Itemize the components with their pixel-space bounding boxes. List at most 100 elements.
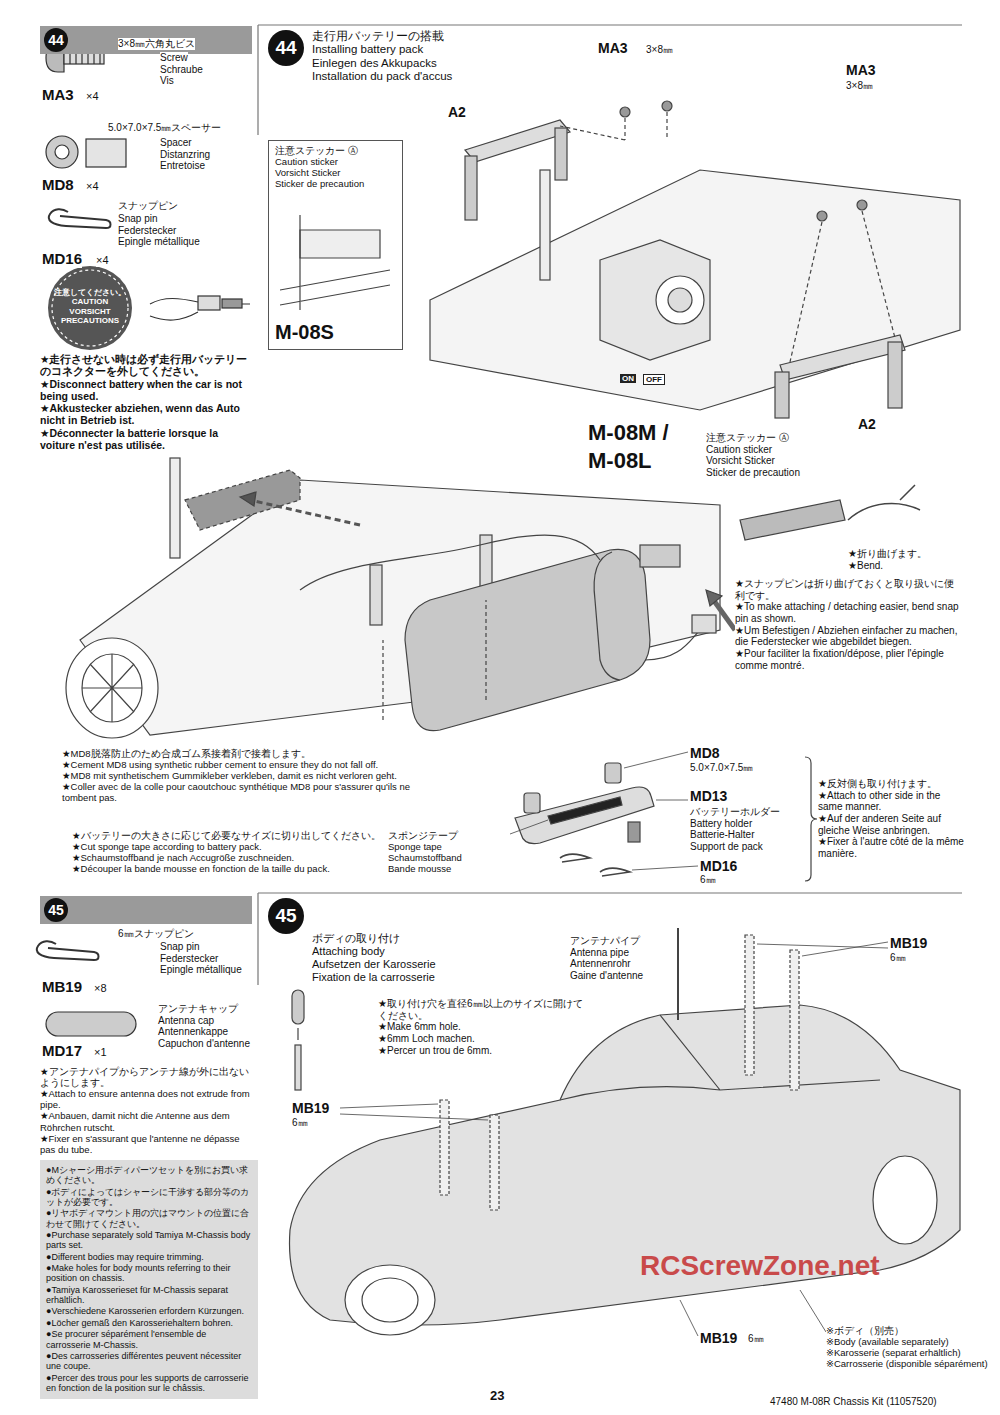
node-text: 44 — [275, 37, 296, 59]
label-text: ★Coller avec de la colle pour caoutchouc… — [62, 781, 422, 803]
label-text: ★Auf der anderen Seite auf gleiche Weise… — [818, 813, 966, 836]
label-group: 5.0×7.0×7.5㎜ — [690, 762, 753, 774]
label-text: Schaumstoffband — [388, 852, 462, 863]
label-text: 走行用バッテリーの搭載 — [312, 30, 444, 43]
label-group: 6㎜ — [890, 952, 906, 964]
illustration-stroke — [370, 565, 382, 625]
label-text: Sticker de precaution — [706, 467, 800, 479]
label-group: ×4 — [96, 254, 109, 267]
illustration-stroke — [677, 928, 679, 1020]
illustration-stroke — [258, 25, 962, 135]
node-text: ●Löcher gemäß den Karosseriehaltern bohr… — [46, 1318, 252, 1328]
label-text: ※Carrosserie (disponible séparément) — [826, 1358, 988, 1369]
node-text: ●Tamiya Karosserieset für M-Chassis sepa… — [46, 1285, 252, 1306]
label-text: スナップピン — [118, 200, 178, 212]
label-text: 3×8㎜ — [846, 80, 873, 92]
label-text: MB19 — [700, 1330, 737, 1346]
label-group: 6㎜ — [292, 1117, 308, 1129]
illustration-stroke — [405, 549, 650, 730]
label-text: 6㎜スナップピン — [118, 928, 194, 940]
label-text: 6㎜ — [292, 1117, 308, 1129]
label-text: 6㎜ — [890, 952, 906, 964]
body-view — [290, 928, 961, 1336]
label-group: 注意してください。CAUTIONVORSICHTPRECAUTIONS — [48, 288, 132, 325]
illustration-stroke — [82, 654, 142, 722]
illustration-stroke — [86, 139, 126, 167]
node-text: ●Purchase separately sold Tamiya M-Chass… — [46, 1230, 252, 1251]
node-text: M-08S — [275, 321, 396, 344]
label-group: アンテナパイプAntenna pipeAntennenrohrGaine d'a… — [570, 935, 665, 982]
label-text: Snap pin — [160, 941, 199, 953]
label-group: ScrewSchraubeVis — [160, 52, 250, 87]
label-group: バッテリーホルダーBattery holderBatterie-HalterSu… — [690, 806, 802, 853]
node-text: 44 — [44, 28, 68, 52]
notes-box: ●Mシャーシ用ボディパーツセットを別にお買い求めください。●ボディによってはシャ… — [40, 1160, 258, 1399]
label-text: Entretoise — [160, 160, 205, 172]
label-text: 47480 M-08R Chassis Kit (11057520) — [770, 1396, 937, 1408]
label-text: CAUTION — [72, 297, 108, 306]
illustration-stroke — [82, 654, 142, 722]
node-text: ●Des carrosseries différentes peuvent né… — [46, 1351, 252, 1372]
label-text: 注意してください。 — [54, 288, 126, 297]
label-text: ★Cement MD8 using synthetic rubber cemen… — [62, 759, 378, 770]
watermark: RCScrewZone.net — [640, 1250, 880, 1283]
illustration-stroke — [150, 299, 250, 321]
label-text: ★To make attaching / detaching easier, b… — [735, 601, 963, 624]
label-text: M-08M / — [588, 420, 669, 446]
node-text: Sticker de precaution — [275, 179, 396, 190]
label-group: OFF — [643, 374, 665, 385]
label-text: ×8 — [94, 982, 107, 995]
illustration-stroke — [805, 757, 817, 881]
illustration-stroke — [712, 598, 735, 630]
illustration-stroke — [198, 296, 220, 310]
label-text: 5.0×7.0×7.5㎜ — [690, 762, 753, 774]
label-text: ★Fixer à l'autre côté de la même manière… — [818, 836, 966, 859]
node-text: ●Se procurer séparément l'ensemble de ca… — [46, 1329, 252, 1350]
label-text: Schraube — [160, 64, 203, 76]
label-group: スポンジテープSponge tapeSchaumstoffbandBande m… — [388, 830, 506, 874]
label-text: ※Karosserie (separat erhältlich) — [826, 1347, 961, 1358]
label-text: Aufsetzen der Karosserie — [312, 958, 436, 971]
label-text: MD17 — [42, 1042, 82, 1060]
node-text: 45 — [275, 905, 296, 927]
label-text: アンテナキャップ — [158, 1003, 238, 1015]
illustration-stroke — [524, 793, 540, 813]
label-text: Vis — [160, 75, 174, 87]
illustration-stroke — [548, 797, 622, 824]
label-group: 6㎜ — [700, 874, 716, 886]
label-text: Federstecker — [118, 225, 176, 237]
label-group: M-08M / — [588, 420, 669, 446]
illustration-stroke — [656, 276, 704, 324]
illustration-stroke — [170, 458, 180, 558]
label-group: ★バッテリーの大きさに応じて必要なサイズに切り出してください。★Cut spon… — [72, 830, 382, 874]
illustration-stroke — [745, 935, 754, 1075]
label-text: ★Percer un trou de 6mm. — [378, 1045, 492, 1057]
label-group: ★スナップピンは折り曲げておくと取り扱いに便利です。★To make attac… — [735, 578, 963, 672]
node-text: ●Verschiedene Karosserien erfordern Kürz… — [46, 1306, 252, 1316]
label-text: ★Déconnecter la batterie lorsque la voit… — [40, 427, 252, 452]
illustration-stroke — [185, 470, 300, 530]
label-group: MD16 — [42, 250, 82, 268]
label-group: 6㎜スナップピン — [118, 928, 258, 940]
label-text: Installing battery pack — [312, 43, 423, 56]
illustration-stroke — [560, 1015, 880, 1100]
label-group: MD16 — [700, 858, 737, 874]
label-text: 注意ステッカー Ⓐ — [706, 432, 789, 444]
node-text: ●Percer des trous pour les supports de c… — [46, 1373, 252, 1394]
label-text: MD8 — [42, 176, 74, 194]
label-text: OFF — [643, 374, 665, 385]
label-group: スナップピン — [118, 200, 248, 212]
illustration-stroke — [540, 170, 550, 280]
label-group: ★取り付け穴を直径6㎜以上のサイズに開けてください。★Make 6mm hole… — [378, 998, 588, 1056]
step-band: 45 — [40, 896, 252, 924]
label-text: Snap pin — [118, 213, 157, 225]
node-text: ●Make holes for body mounts referring to… — [46, 1263, 252, 1284]
label-group: Snap pinFedersteckerEpingle métallique — [118, 213, 248, 248]
illustration-stroke — [620, 107, 630, 117]
illustration-stroke — [222, 299, 242, 308]
label-group: ×1 — [94, 1046, 107, 1059]
label-text: 3×8㎜ — [646, 44, 673, 56]
label-group: MB19 — [42, 978, 82, 996]
label-group: MA3 — [42, 86, 74, 104]
